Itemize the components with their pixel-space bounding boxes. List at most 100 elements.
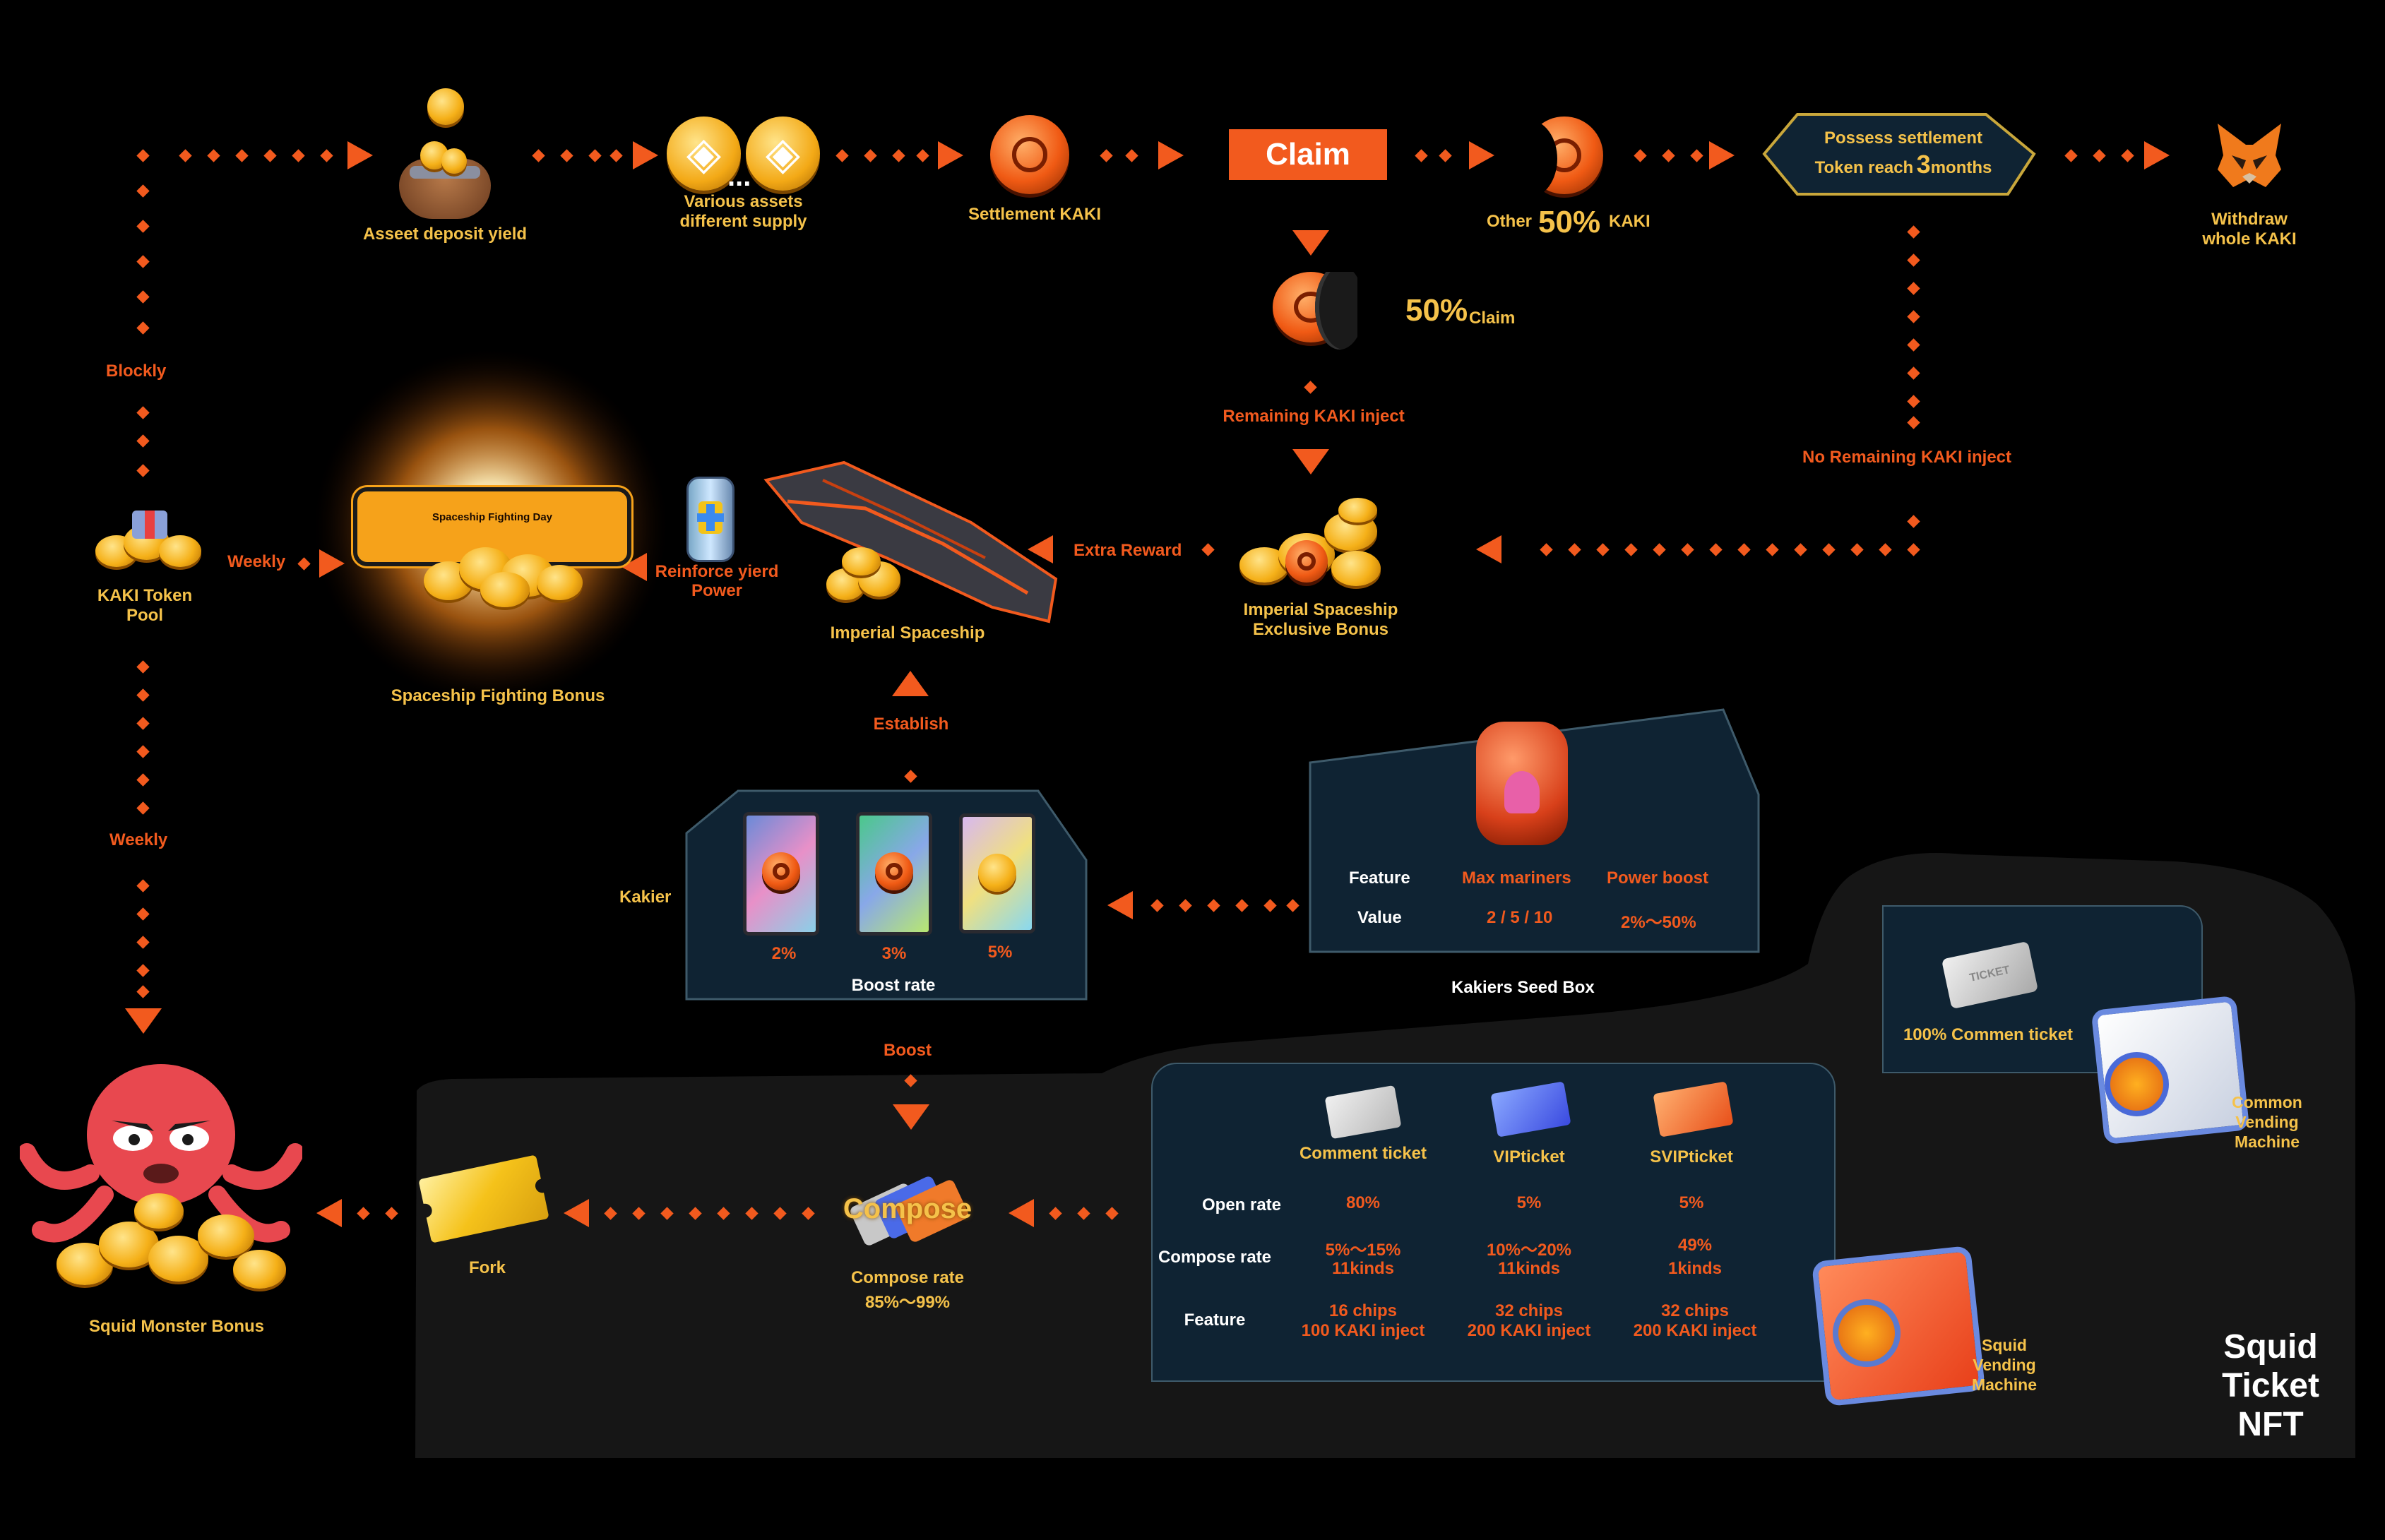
kakier-card <box>856 812 932 936</box>
weekly-down-label: Weekly <box>109 830 168 849</box>
squid-monster-label: Squid Monster Bonus <box>89 1317 264 1336</box>
ellipsis: ... <box>727 161 751 192</box>
other-kaki-label: KAKI <box>1609 212 1651 231</box>
kakier-card <box>743 812 819 936</box>
token-pool-line-1: KAKI Token <box>97 586 193 605</box>
arrow-right <box>347 141 373 169</box>
blockly-label: Blockly <box>106 362 167 381</box>
col-svip-ticket: SVIPticket <box>1650 1147 1733 1166</box>
coin-pile-icon <box>424 533 586 611</box>
metamask-fox-icon <box>2218 124 2281 187</box>
fighting-day-text: Spaceship Fighting Day <box>432 511 553 523</box>
exclusive-bonus-line-2: Exclusive Bonus <box>1252 620 1389 639</box>
feature-common-a: 16 chips <box>1328 1301 1398 1320</box>
arrow-left <box>316 1199 342 1227</box>
feature-svip-a: 32 chips <box>1660 1301 1730 1320</box>
compose-svip-a: 49% <box>1677 1236 1713 1255</box>
common-vm-line-2: Vending <box>2235 1113 2299 1131</box>
possess-hexagon <box>1762 113 2036 196</box>
common-vending-machine-icon <box>2080 989 2250 1145</box>
feature-common-b: 100 KAKI inject <box>1301 1321 1425 1340</box>
spaceship-icon <box>763 460 1058 623</box>
open-rate-common: 80% <box>1345 1193 1381 1212</box>
arrow-right <box>1158 141 1184 169</box>
seed-box-icon <box>1476 722 1568 845</box>
arrow-left <box>1009 1199 1034 1227</box>
compose-rate-line-1: Compose rate <box>850 1268 965 1287</box>
withdraw-line-2: whole KAKI <box>2202 229 2297 249</box>
seed-value-power: 2%～50% <box>1621 913 1696 932</box>
compose-rate-line-2: 85%～99% <box>864 1293 951 1312</box>
compose-title: Compose <box>843 1193 973 1224</box>
feature-svip-b: 200 KAKI inject <box>1633 1321 1757 1340</box>
seed-header-feature: Feature <box>1349 869 1410 888</box>
arrow-left <box>564 1199 589 1227</box>
compose-vip-a: 10%～20% <box>1486 1241 1572 1260</box>
establish-label: Establish <box>873 715 949 734</box>
kakier-label: Kakier <box>619 888 672 907</box>
compose-vip-b: 11kinds <box>1497 1259 1561 1278</box>
arrow-down <box>125 1008 162 1034</box>
arrow-right <box>938 141 963 169</box>
seed-row-value: Value <box>1357 908 1402 927</box>
compose-svip-b: 1kinds <box>1667 1259 1723 1278</box>
settlement-kaki-label: Settlement KAKI <box>968 205 1102 224</box>
common-vm-line-3: Machine <box>2234 1133 2300 1151</box>
arrow-left <box>1476 535 1501 563</box>
coin-stack-icon <box>1239 498 1398 597</box>
nft-title-line-2: Ticket <box>2222 1367 2319 1404</box>
kakier-card <box>959 813 1035 933</box>
col-common-ticket: Comment ticket <box>1299 1144 1427 1163</box>
open-rate-svip: 5% <box>1679 1193 1704 1212</box>
arrow-right <box>319 549 345 578</box>
coin-stack-icon <box>826 547 904 607</box>
withdraw-line-1: Withdraw <box>2211 210 2288 229</box>
col-vip-ticket: VIPticket <box>1493 1147 1565 1166</box>
boost-label: Boost <box>884 1041 932 1060</box>
token-pool-icon <box>95 507 205 581</box>
other-label: Other <box>1487 212 1533 231</box>
arrow-down <box>1292 230 1329 256</box>
arrow-up <box>892 671 929 696</box>
token-pool-line-2: Pool <box>126 606 163 625</box>
reinforce-line-1: Reinforce yierd <box>655 562 779 581</box>
possess-line-1: Possess settlement <box>1824 129 1983 148</box>
various-assets-label-1: Various assets <box>684 192 803 211</box>
bnb-coin-icon <box>667 117 741 191</box>
remaining-inject-label: Remaining KAKI inject <box>1223 407 1405 426</box>
arrow-right <box>633 141 658 169</box>
claim-label: Claim <box>1469 309 1516 328</box>
seed-value-max: 2 / 5 / 10 <box>1487 908 1553 927</box>
common-vm-line-1: Common <box>2232 1093 2302 1111</box>
common-ticket-label: 100% Commen ticket <box>1903 1025 2074 1044</box>
possess-text-a: Token reach <box>1814 158 1914 177</box>
possess-text-b: months <box>1930 158 1992 177</box>
various-assets-label-2: different supply <box>679 212 807 231</box>
arrow-right <box>2144 141 2170 169</box>
possess-months-num: 3 <box>1916 150 1931 179</box>
arrow-right <box>1709 141 1735 169</box>
imperial-spaceship-label: Imperial Spaceship <box>830 623 985 643</box>
arrow-left <box>1107 891 1133 919</box>
compose-common-a: 5%～15% <box>1325 1241 1401 1260</box>
squid-vm-line-3: Machine <box>1971 1375 2038 1394</box>
boost-rate-3: 5% <box>987 943 1013 962</box>
compose-common-b: 11kinds <box>1331 1259 1395 1278</box>
treasure-bag-icon <box>392 88 498 222</box>
arrow-down <box>893 1104 929 1130</box>
possess-line-2: Token reach 3months <box>1780 150 2027 179</box>
fork-label: Fork <box>468 1258 506 1277</box>
half-kaki-coin-icon <box>1518 117 1603 198</box>
feature-vip-a: 32 chips <box>1494 1301 1564 1320</box>
battery-icon <box>686 477 734 562</box>
weekly-right-label: Weekly <box>227 552 286 571</box>
coin-pile-icon <box>56 1193 290 1306</box>
arrow-right <box>1469 141 1494 169</box>
asset-deposit-label: Asseet deposit yield <box>362 225 528 244</box>
fighting-bonus-label: Spaceship Fighting Bonus <box>391 686 605 705</box>
claim-button[interactable]: Claim <box>1229 129 1387 180</box>
boost-rate-2: 3% <box>881 944 907 963</box>
seed-header-max: Max mariners <box>1462 869 1571 888</box>
row-feature: Feature <box>1184 1311 1246 1330</box>
row-compose-rate: Compose rate <box>1158 1248 1272 1267</box>
